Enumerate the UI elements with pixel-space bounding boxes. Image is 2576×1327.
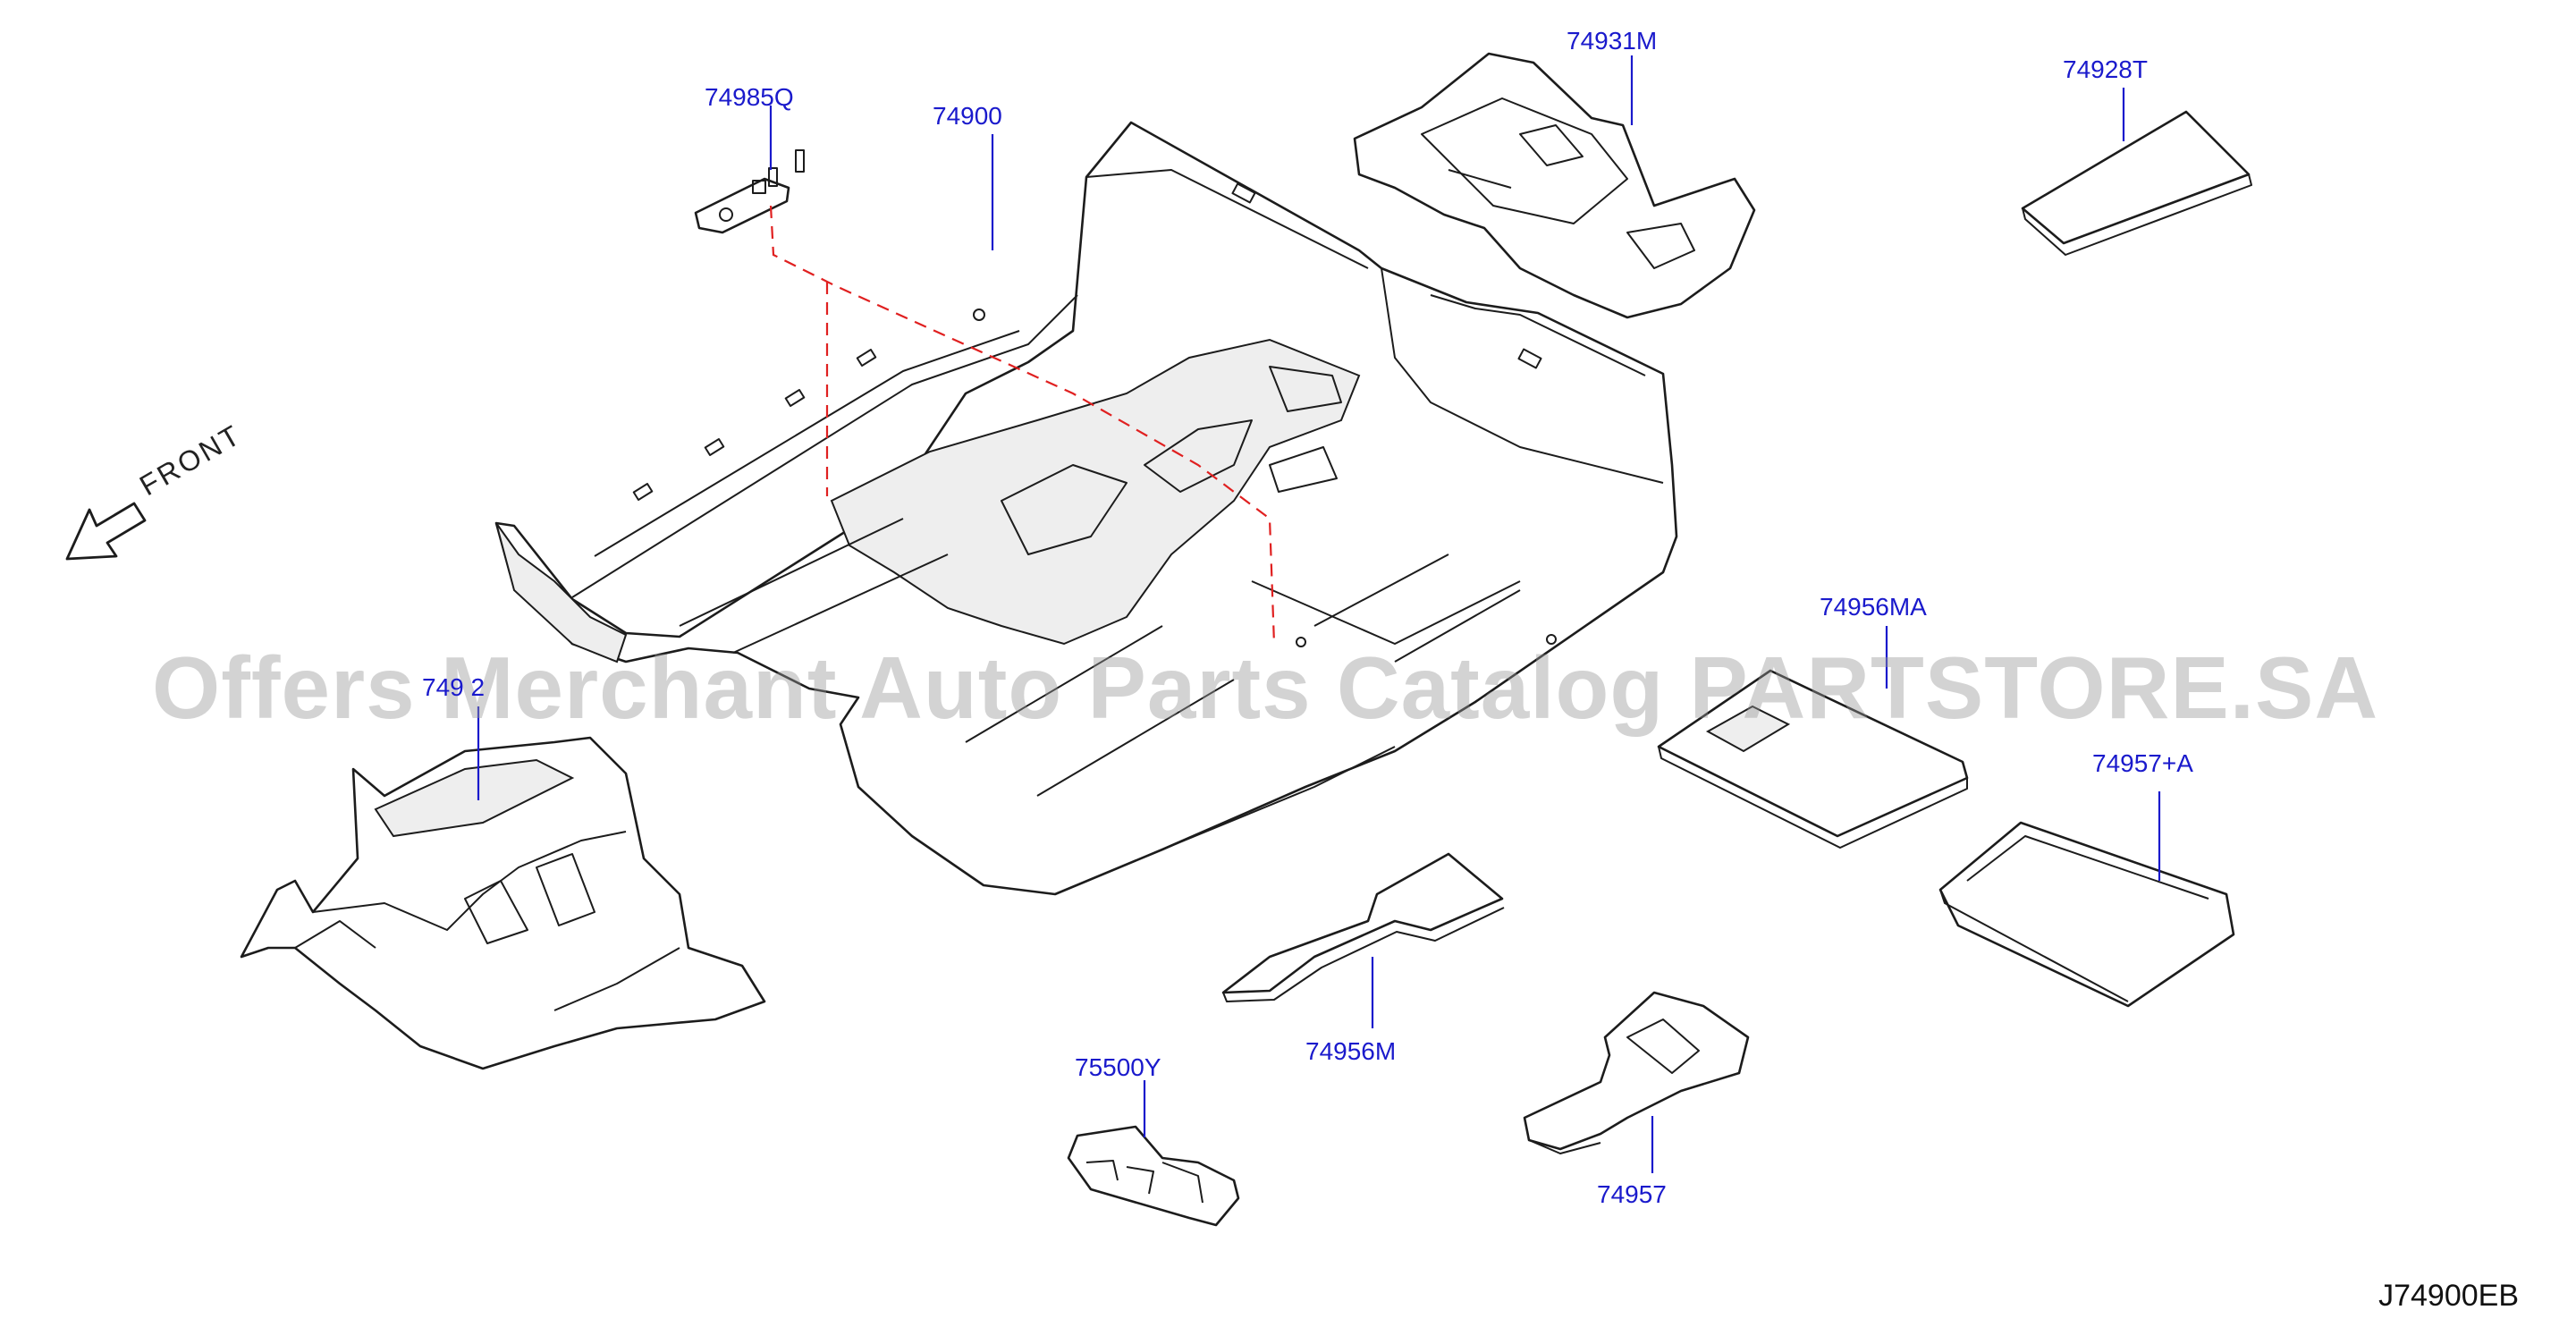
rear-mat-74931m-part[interactable] bbox=[1353, 52, 1756, 319]
dash-insulator-74942-part[interactable] bbox=[240, 736, 766, 1070]
callout-74900[interactable]: 74900 bbox=[933, 102, 1002, 130]
callout-74985q[interactable]: 74985Q bbox=[705, 83, 794, 111]
callout-74956m[interactable]: 74956M bbox=[1305, 1037, 1397, 1065]
leader-lines bbox=[477, 55, 2161, 1173]
pad-74928t-part[interactable] bbox=[2021, 110, 2252, 256]
pad-74957-part[interactable] bbox=[1523, 991, 1750, 1154]
bracket-75500y-part[interactable] bbox=[1067, 1125, 1240, 1227]
watermark-text: Offers Merchant Auto Parts Catalog PARTS… bbox=[152, 638, 2379, 737]
diagram-code: J74900EB bbox=[2378, 1279, 2519, 1313]
clip-74985q-part[interactable] bbox=[694, 149, 805, 234]
callout-75500y[interactable]: 75500Y bbox=[1075, 1053, 1161, 1081]
callout-74928t[interactable]: 74928T bbox=[2063, 55, 2148, 83]
callout-74956ma[interactable]: 74956MA bbox=[1820, 593, 1927, 621]
pad-74956ma-part[interactable] bbox=[1657, 669, 1969, 849]
pad-74957a-part[interactable] bbox=[1938, 821, 2235, 1008]
callout-74957[interactable]: 74957 bbox=[1597, 1180, 1667, 1208]
floor-carpet-part[interactable] bbox=[494, 121, 1678, 896]
front-arrow-icon bbox=[65, 502, 147, 561]
callout-74931m[interactable]: 74931M bbox=[1567, 27, 1658, 55]
callout-74957a[interactable]: 74957+A bbox=[2092, 749, 2193, 777]
callout-74942[interactable]: 749 2 bbox=[422, 673, 486, 701]
pad-74956m-part[interactable] bbox=[1221, 852, 1505, 1002]
